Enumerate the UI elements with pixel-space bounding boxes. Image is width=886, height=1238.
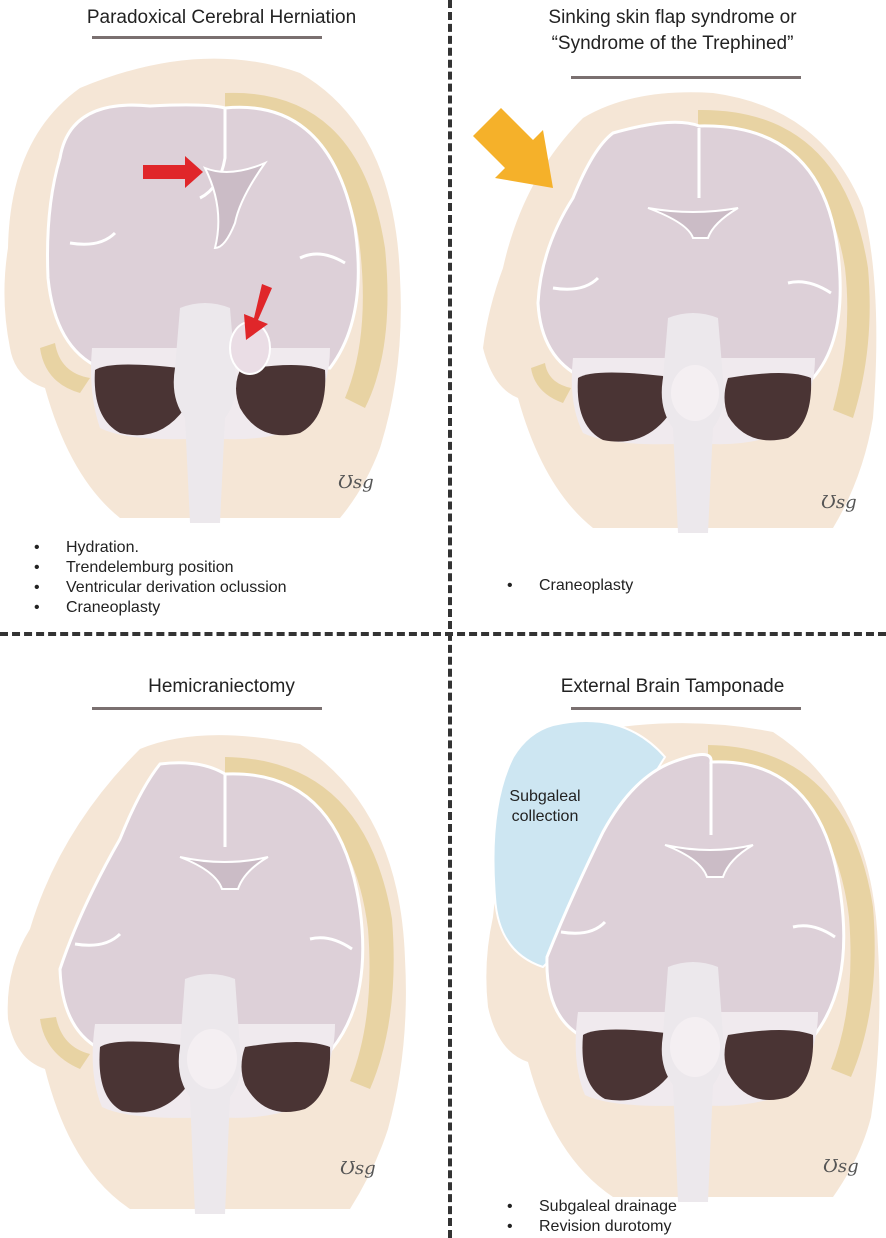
callout-line: collection bbox=[495, 807, 595, 827]
treatment-list: Hydration. Trendelemburg position Ventri… bbox=[30, 538, 287, 618]
signature-mark: Ʊsg bbox=[338, 472, 374, 493]
sinking-flap-illustration: Ʊsg bbox=[443, 88, 886, 538]
treatment-list: Subgaleal drainage Revision durotomy bbox=[503, 1197, 677, 1237]
panel-title: External Brain Tamponade bbox=[451, 675, 886, 699]
title-underline bbox=[571, 76, 801, 79]
panel-paradoxical-herniation: Paradoxical Cerebral Herniation Ʊsg Hydr… bbox=[0, 0, 443, 619]
title-underline bbox=[92, 707, 322, 710]
list-item: Hydration. bbox=[30, 538, 287, 558]
list-item: Ventricular derivation oclussion bbox=[30, 578, 287, 598]
orange-arrow-icon bbox=[473, 108, 553, 188]
signature-mark: Ʊsg bbox=[823, 1156, 859, 1177]
panel-title: Hemicraniectomy bbox=[0, 675, 443, 699]
list-item: Revision durotomy bbox=[503, 1217, 677, 1237]
treatment-list: Craneoplasty bbox=[503, 576, 633, 596]
list-item: Craneoplasty bbox=[30, 598, 287, 618]
signature-mark: Ʊsg bbox=[340, 1158, 376, 1179]
panel-hemicraniectomy: Hemicraniectomy Ʊsg bbox=[0, 619, 443, 1238]
hemicraniectomy-illustration: Ʊsg bbox=[0, 729, 443, 1229]
callout-line: Subgaleal bbox=[495, 787, 595, 807]
panel-title: Paradoxical Cerebral Herniation bbox=[0, 6, 443, 30]
title-underline bbox=[92, 36, 322, 39]
subgaleal-collection-label: Subgaleal collection bbox=[495, 787, 595, 827]
list-item: Subgaleal drainage bbox=[503, 1197, 677, 1217]
herniation-illustration: Ʊsg bbox=[0, 48, 443, 528]
panel-title-line1: Sinking skin flap syndrome or bbox=[451, 6, 886, 30]
panel-sinking-skin-flap: Sinking skin flap syndrome or “Syndrome … bbox=[443, 0, 886, 619]
signature-mark: Ʊsg bbox=[821, 492, 857, 513]
panel-title-line2: “Syndrome of the Trephined” bbox=[451, 32, 886, 56]
panel-external-tamponade: External Brain Tamponade Ʊsg Subgaleal c… bbox=[443, 619, 886, 1238]
title-underline bbox=[571, 707, 801, 710]
list-item: Craneoplasty bbox=[503, 576, 633, 596]
list-item: Trendelemburg position bbox=[30, 558, 287, 578]
